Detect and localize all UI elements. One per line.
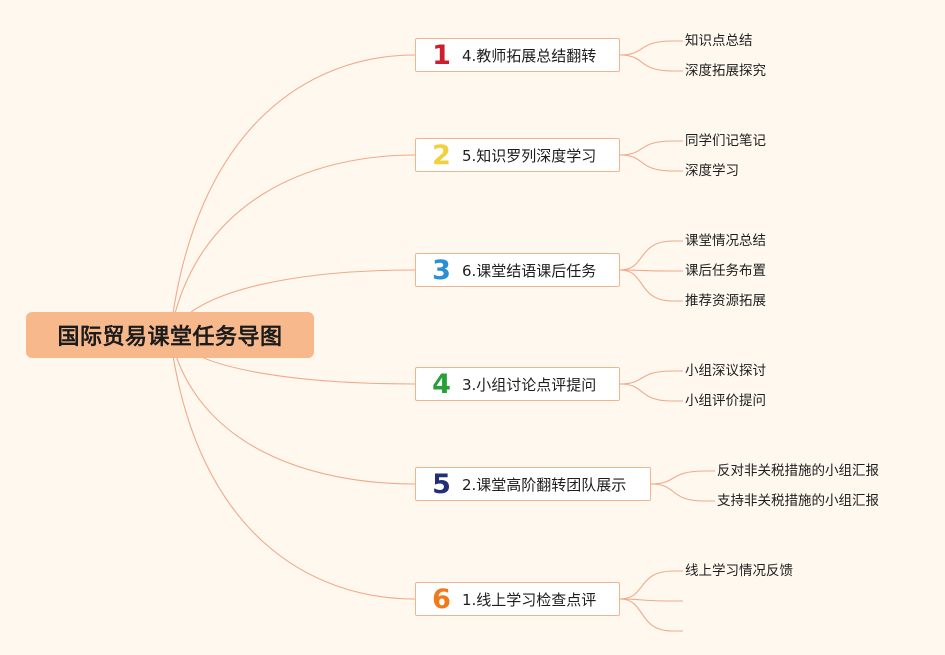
branch-topic-5[interactable]: 5 2.课堂高阶翻转团队展示 [415, 467, 651, 501]
root-to-branch-connector [169, 334, 416, 600]
root-to-branch-connector [169, 334, 416, 485]
number-2-icon: 2 [432, 139, 451, 171]
root-to-branch-connector [169, 154, 416, 336]
branch-topic-1[interactable]: 1 4.教师拓展总结翻转 [415, 38, 620, 72]
branch-to-subtopic-connector [619, 598, 683, 602]
subtopic[interactable]: 课后任务布置 [685, 263, 766, 279]
subtopic[interactable]: 反对非关税措施的小组汇报 [717, 463, 879, 479]
branch-label: 4.教师拓展总结翻转 [462, 46, 597, 65]
root-to-branch-connector [169, 54, 416, 336]
branch-to-subtopic-connector [619, 140, 683, 156]
branch-to-subtopic-connector [619, 383, 683, 402]
number-3-icon: 3 [432, 254, 451, 286]
subtopic[interactable]: 同学们记笔记 [685, 133, 766, 149]
branch-label: 5.知识罗列深度学习 [462, 146, 597, 165]
number-1-icon: 1 [432, 39, 451, 71]
branch-to-subtopic-connector [619, 40, 683, 56]
branch-label: 1.线上学习检查点评 [462, 590, 597, 609]
subtopic[interactable]: 深度拓展探究 [685, 63, 766, 79]
number-4-icon: 4 [432, 368, 451, 400]
root-topic-label: 国际贸易课堂任务导图 [57, 325, 283, 350]
subtopic[interactable]: 推荐资源拓展 [685, 293, 766, 309]
branch-label: 3.小组讨论点评提问 [462, 375, 597, 394]
branch-topic-4[interactable]: 4 3.小组讨论点评提问 [415, 367, 620, 401]
branch-to-subtopic-connector [650, 470, 715, 485]
subtopic[interactable]: 支持非关税措施的小组汇报 [717, 493, 879, 509]
branch-to-subtopic-connector [619, 269, 683, 302]
subtopic[interactable]: 线上学习情况反馈 [685, 563, 793, 579]
branch-to-subtopic-connector [619, 240, 683, 271]
branch-topic-3[interactable]: 3 6.课堂结语课后任务 [415, 253, 620, 287]
branch-to-subtopic-connector [619, 570, 683, 600]
subtopic[interactable]: 课堂情况总结 [685, 233, 766, 249]
branch-label: 2.课堂高阶翻转团队展示 [462, 475, 627, 494]
subtopic[interactable]: 小组深议探讨 [685, 363, 766, 379]
branch-to-subtopic-connector [650, 483, 715, 502]
branch-label: 6.课堂结语课后任务 [462, 261, 597, 280]
branch-to-subtopic-connector [619, 269, 683, 272]
subtopic[interactable]: 知识点总结 [685, 33, 753, 49]
branch-topic-6[interactable]: 6 1.线上学习检查点评 [415, 582, 620, 616]
root-topic[interactable]: 国际贸易课堂任务导图 [26, 312, 314, 358]
number-5-icon: 5 [432, 468, 451, 500]
branch-to-subtopic-connector [619, 54, 683, 72]
number-6-icon: 6 [432, 583, 451, 615]
subtopic[interactable]: 小组评价提问 [685, 393, 766, 409]
subtopic[interactable]: 深度学习 [685, 163, 739, 179]
branch-to-subtopic-connector [619, 598, 683, 632]
branch-topic-2[interactable]: 2 5.知识罗列深度学习 [415, 138, 620, 172]
branch-to-subtopic-connector [619, 370, 683, 385]
branch-to-subtopic-connector [619, 154, 683, 172]
